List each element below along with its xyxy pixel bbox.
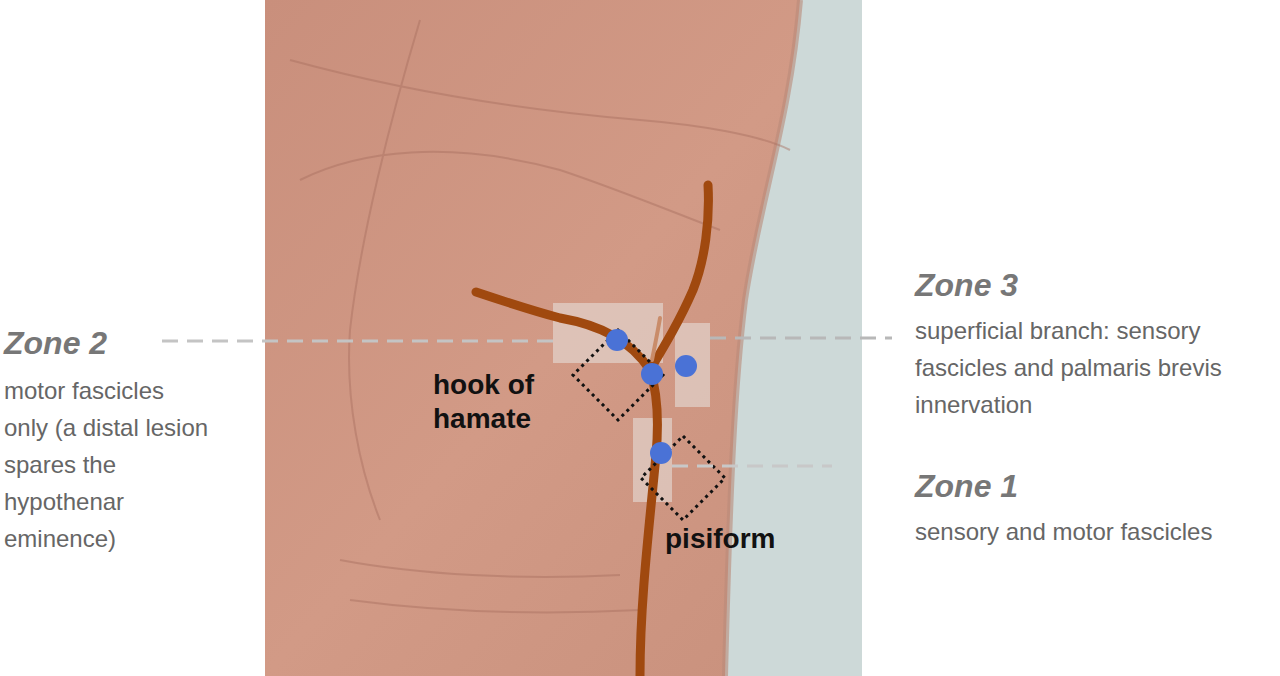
pisiform-outline: [641, 436, 725, 520]
bone-label: pisiform: [665, 522, 865, 556]
zone-patch: [553, 303, 710, 502]
zone-description: superficial branch: sensory fascicles an…: [915, 312, 1273, 423]
zone-heading: Zone 3: [915, 266, 1215, 304]
zone-heading: Zone 1: [915, 467, 1215, 505]
hook-of-hamate-outline: [573, 330, 663, 420]
bone-label: hook of hamate: [433, 368, 571, 436]
zone-heading: Zone 2: [4, 324, 244, 362]
zone-description: sensory and motor fascicles: [915, 513, 1273, 550]
zone-description: motor fascicles only (a distal lesion sp…: [4, 372, 209, 557]
lesion-dot: [606, 329, 697, 464]
zone-level-line: [162, 338, 892, 466]
